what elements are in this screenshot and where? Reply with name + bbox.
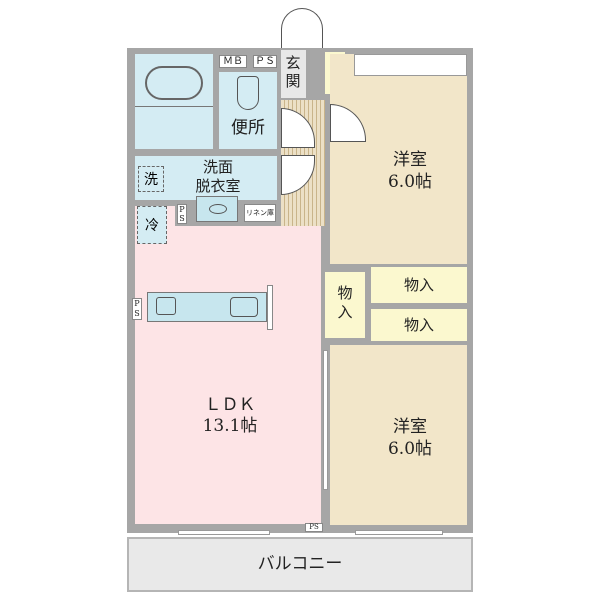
basin-icon bbox=[209, 204, 227, 214]
western-room-1: 洋室 6.0帖 bbox=[330, 54, 467, 264]
balcony: バルコニー bbox=[127, 537, 473, 592]
storage-vertical[interactable]: 物 入 bbox=[325, 272, 365, 338]
ldk-room bbox=[135, 226, 321, 524]
storage-vertical-label: 物 入 bbox=[337, 284, 353, 321]
ps-box-bottom: PS bbox=[305, 523, 323, 532]
mb-box: ＭＢ bbox=[219, 55, 247, 68]
closet-top-bar bbox=[354, 54, 467, 76]
linen-closet: リネン庫 bbox=[244, 204, 276, 222]
room2-window[interactable] bbox=[355, 530, 443, 535]
counter-wall bbox=[267, 285, 273, 330]
entrance-label: 玄 関 bbox=[285, 54, 301, 90]
stove-icon bbox=[156, 297, 176, 315]
room1-size: 6.0帖 bbox=[387, 172, 433, 192]
sink-icon bbox=[230, 297, 258, 317]
toilet-label: 便所 bbox=[231, 118, 265, 138]
balcony-label: バルコニー bbox=[257, 554, 343, 574]
room2-sliding-door[interactable] bbox=[323, 350, 328, 490]
storage-bottom[interactable]: 物入 bbox=[371, 309, 467, 341]
washer-space: 洗 bbox=[138, 166, 164, 192]
storage-top-label: 物入 bbox=[403, 276, 434, 294]
bathtub-icon bbox=[145, 66, 203, 100]
entrance: 玄 関 bbox=[281, 50, 306, 98]
western-room-2: 洋室 6.0帖 bbox=[330, 345, 467, 525]
ldk-window[interactable] bbox=[178, 530, 270, 535]
washroom-label: 洗面 脱衣室 bbox=[195, 158, 241, 195]
ldk-name: ＬＤＫ bbox=[204, 395, 256, 415]
room2-size: 6.0帖 bbox=[387, 439, 433, 459]
kitchen-counter bbox=[147, 292, 267, 322]
ps-box-top: ＰＳ bbox=[253, 55, 277, 68]
fridge-space: 冷 bbox=[137, 206, 167, 244]
ps-box-wash: P S bbox=[177, 204, 187, 224]
toilet-icon bbox=[237, 76, 259, 110]
entrance-door[interactable] bbox=[281, 8, 323, 48]
room1-name: 洋室 bbox=[393, 150, 427, 170]
ps-box-kitchen: P S bbox=[132, 298, 142, 320]
bathroom bbox=[135, 54, 213, 149]
washroom: 洗 洗面 脱衣室 bbox=[135, 156, 277, 200]
storage-top[interactable]: 物入 bbox=[371, 267, 467, 303]
bath-divider bbox=[135, 106, 213, 107]
ldk-size: 13.1帖 bbox=[202, 416, 258, 436]
wash-basin bbox=[196, 196, 238, 222]
storage-bottom-label: 物入 bbox=[403, 316, 434, 334]
room2-name: 洋室 bbox=[393, 417, 427, 437]
toilet-room: 便所 bbox=[219, 72, 277, 149]
room1-door[interactable] bbox=[330, 104, 366, 142]
